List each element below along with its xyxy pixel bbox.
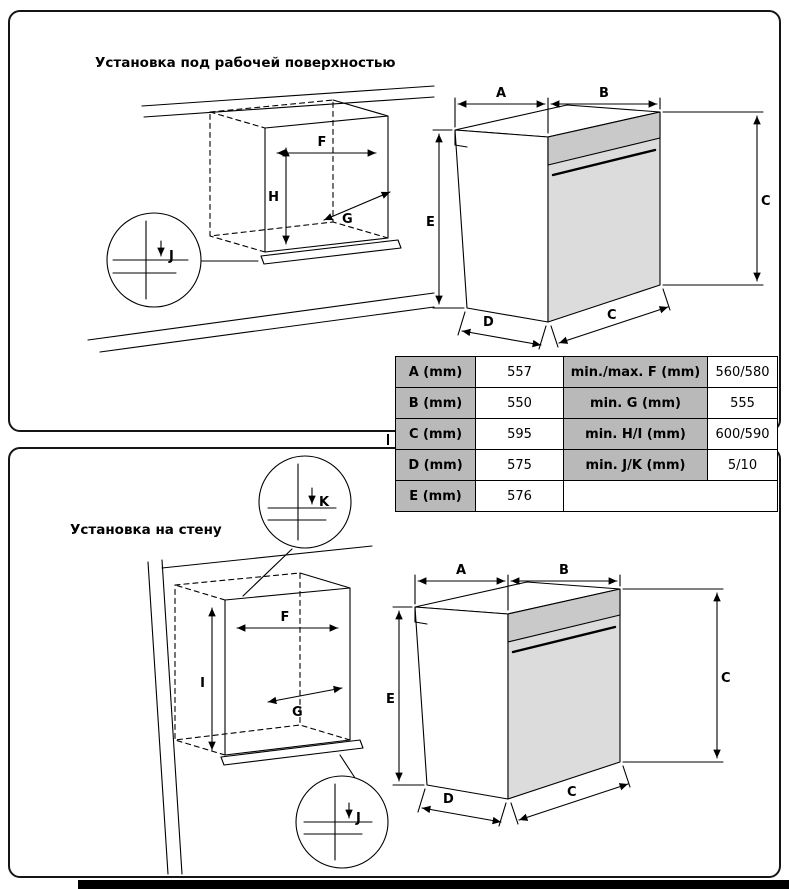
scan-artifact-tick (387, 434, 389, 445)
table-cell-key: A (mm) (395, 356, 476, 388)
detail-leader (242, 548, 293, 597)
panel-wall-installation (8, 447, 781, 878)
oven-corner-notch (414, 606, 428, 625)
dim-label-e: E (426, 215, 435, 230)
dim-label-c: C (607, 308, 617, 323)
wall-line (147, 561, 169, 875)
table-row: E (mm) 576 (395, 480, 778, 512)
table-cell-value: 555 (707, 387, 778, 419)
detail-leader (339, 754, 358, 782)
section-title-wall: Установка на стену (70, 522, 222, 538)
table-cell-value: 550 (475, 387, 564, 419)
dim-label-i: I (200, 676, 205, 691)
table-cell-value: 600/590 (707, 418, 778, 450)
dim-label-b: B (559, 563, 569, 578)
dim-label-e: E (386, 692, 395, 707)
table-cell-key: D (mm) (395, 449, 476, 481)
oven-drawing-wall: A B E C D C (386, 563, 731, 827)
table-cell-key: min. G (mm) (563, 387, 708, 419)
oven-drawing-under-counter: A B E C D C (426, 86, 771, 350)
dim-label-d: D (443, 792, 454, 807)
oven-door-handle (551, 148, 657, 177)
dim-label-f: F (281, 610, 290, 625)
dim-label-j: J (168, 249, 174, 264)
table-cell-value: 595 (475, 418, 564, 450)
oven-corner-notch (454, 129, 468, 148)
wall-top-edge (161, 545, 373, 569)
table-cell-value: 560/580 (707, 356, 778, 388)
table-cell-key: E (mm) (395, 480, 476, 512)
dim-label-g: G (292, 705, 303, 720)
dim-label-a: A (496, 86, 506, 101)
detail-circle-k (258, 455, 352, 549)
dim-label-c: C (567, 785, 577, 800)
wall-line (161, 559, 183, 875)
oven-control-panel (507, 588, 621, 643)
oven-front-face (454, 129, 549, 323)
table-cell-key: min. J/K (mm) (563, 449, 708, 481)
plinth-line (87, 292, 435, 341)
niche-shelf (220, 739, 364, 766)
dim-label-g: G (342, 212, 353, 227)
dimensions-table: A (mm) 557 min./max. F (mm) 560/580 B (m… (395, 356, 778, 512)
niche-front-opening (264, 115, 389, 253)
dim-label-f: F (318, 135, 327, 150)
under-counter-cabinet-drawing: J F H G (87, 85, 435, 353)
table-cell-value: 575 (475, 449, 564, 481)
section-title-under-counter: Установка под рабочей поверхностью (95, 55, 396, 71)
table-cell-value: 5/10 (707, 449, 778, 481)
dim-label-c: C (721, 671, 731, 686)
worktop-edge-line (143, 96, 435, 118)
table-cell-key: B (mm) (395, 387, 476, 419)
table-cell-value: 576 (475, 480, 564, 512)
scan-artifact-bar (78, 880, 789, 889)
dim-label-d: D (483, 315, 494, 330)
niche-back-outline (174, 572, 301, 741)
dim-label-k: K (319, 495, 330, 510)
oven-front-face (414, 606, 509, 800)
table-row: B (mm) 550 min. G (mm) 555 (395, 387, 778, 419)
niche-back-outline (209, 99, 334, 237)
dim-label-a: A (456, 563, 466, 578)
table-cell-empty (563, 480, 778, 512)
dim-label-j: J (355, 811, 361, 826)
worktop-edge-line (141, 85, 435, 107)
table-cell-key: C (mm) (395, 418, 476, 450)
niche-front-opening (224, 587, 351, 756)
plinth-line (99, 306, 435, 353)
table-row: A (mm) 557 min./max. F (mm) 560/580 (395, 356, 778, 388)
wall-cabinet-drawing: K J F I G (147, 455, 389, 875)
table-row: C (mm) 595 min. H/I (mm) 600/590 (395, 418, 778, 450)
table-cell-key: min./max. F (mm) (563, 356, 708, 388)
oven-door-handle (511, 625, 617, 654)
table-cell-key: min. H/I (mm) (563, 418, 708, 450)
niche-shelf (260, 239, 402, 265)
table-row: D (mm) 575 min. J/K (mm) 5/10 (395, 449, 778, 481)
oven-control-panel (547, 111, 661, 166)
dim-label-h: H (268, 190, 279, 205)
dim-label-c: C (761, 194, 771, 209)
dim-label-b: B (599, 86, 609, 101)
table-cell-value: 557 (475, 356, 564, 388)
